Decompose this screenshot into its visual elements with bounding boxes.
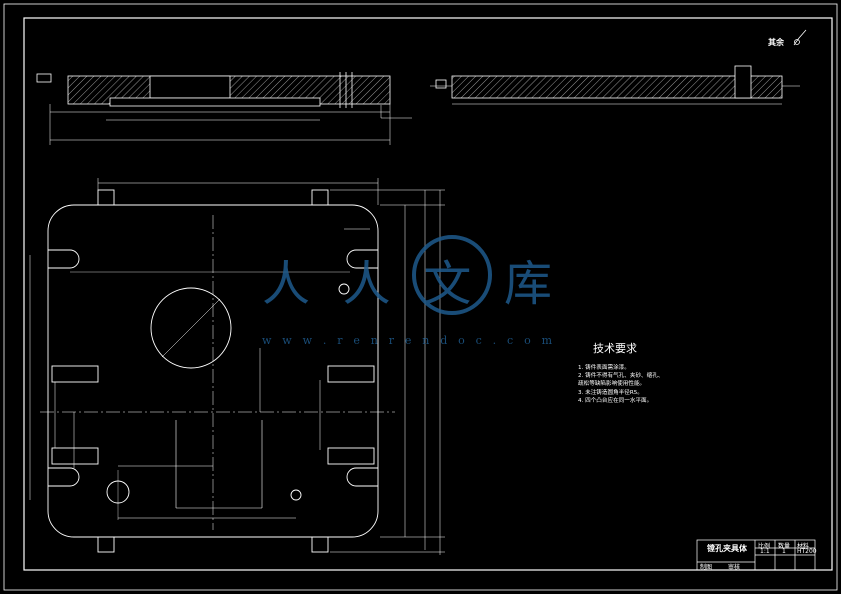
- bottom-lug-right: [311, 536, 329, 553]
- slot-bottom-left: [48, 467, 80, 487]
- boss-left-lower: [51, 447, 99, 465]
- plate-outline: [47, 204, 379, 538]
- title-block-cell: 1:1: [760, 548, 770, 555]
- inner-frame: [23, 17, 833, 571]
- tech-requirement-item: 1. 铸件表面需涂漆。: [578, 365, 630, 371]
- tech-requirement-item: 3. 未注铸造圆角半径R5。: [578, 389, 643, 396]
- watermark: 人人文库 w w w . r e n r e n d o c . c o m: [262, 235, 553, 347]
- main-bore: [150, 287, 232, 369]
- pin-hole-bottom: [290, 489, 302, 501]
- boss-left-upper: [51, 365, 99, 383]
- technical-requirements: 技术要求 1. 铸件表面需涂漆。 2. 铸件不得有气孔、夹砂、缩孔、 疏松等缺陷…: [578, 340, 728, 405]
- slot-top-right: [346, 249, 378, 269]
- title-block-cell: 比例: [758, 543, 771, 550]
- watermark-brand: 人人文库: [262, 256, 552, 312]
- title-block: [696, 539, 816, 571]
- title-block-cell: 审核: [728, 564, 741, 571]
- top-lug-left: [97, 189, 115, 206]
- surface-finish-symbol: [793, 29, 807, 46]
- watermark-url: w w w . r e n r e n d o c . c o m: [262, 334, 553, 347]
- tech-requirement-item: 疏松等缺陷影响使用性能。: [578, 381, 646, 388]
- bottom-lug-left: [97, 536, 115, 553]
- front-section-view: [36, 72, 412, 145]
- boss-right-lower: [327, 447, 375, 465]
- title-block-name: 镗孔夹具体: [707, 544, 747, 553]
- title-block-cell: HT200: [797, 548, 817, 555]
- tech-requirement-item: 2. 铸件不得有气孔、夹砂、缩孔、: [578, 373, 664, 380]
- title-block-cell: 材料: [797, 543, 810, 550]
- watermark-circle: [412, 235, 492, 315]
- title-block-cell: 数量: [778, 543, 791, 550]
- slot-bottom-right: [346, 467, 378, 487]
- tech-requirements-title: 技术要求: [593, 342, 637, 355]
- boss-right-upper: [327, 365, 375, 383]
- side-section-view: [430, 65, 800, 105]
- top-lug-right: [311, 189, 329, 206]
- plan-view: [40, 189, 395, 553]
- outer-border: [3, 3, 838, 591]
- dimension-lines: [29, 178, 445, 555]
- slot-top-left: [48, 249, 80, 269]
- pin-hole-top-right: [338, 283, 350, 295]
- tech-requirement-item: 4. 四个凸台应在同一水平面。: [578, 397, 653, 404]
- surface-finish-label: 其余: [768, 38, 784, 47]
- title-block-cell: 1: [782, 548, 786, 555]
- title-block-cell: 制图: [700, 564, 713, 571]
